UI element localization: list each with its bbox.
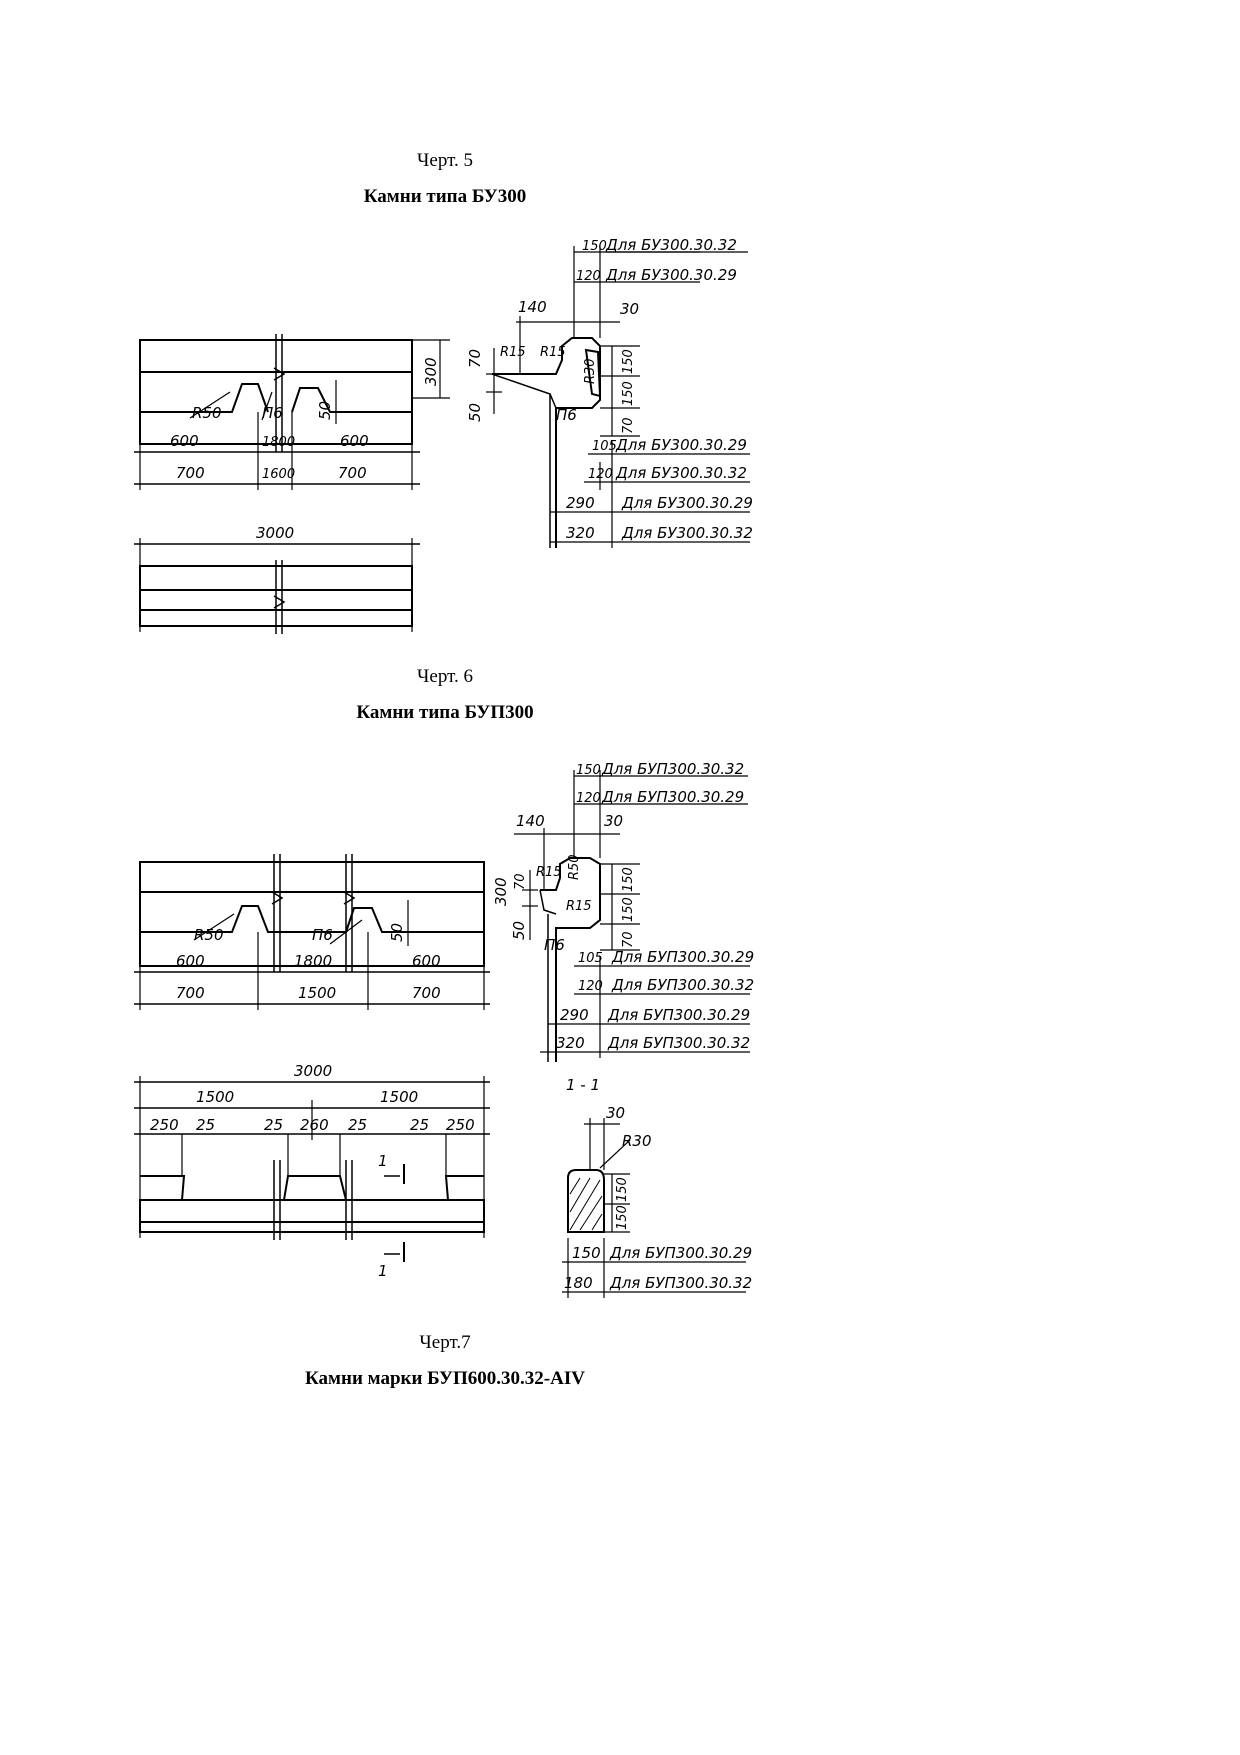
figure-6-title: Камни типа БУП300 [356,702,534,723]
fig6-sec1b: 1 [378,1262,388,1280]
fig6-r50: R50 [194,926,224,944]
fig6-t1: Для БУП300.30.32 [601,760,744,778]
fig5-r30: R30 [583,358,598,384]
fig5-120: 120 [576,269,601,284]
fig5-700b: 700 [338,464,367,482]
fig6-1500: 1500 [298,984,336,1002]
fig6-t2: Для БУП300.30.29 [601,788,744,806]
fig6-320: 320 [556,1034,585,1052]
figure-7-title: Камни марки БУП600.30.32-AIV [305,1368,585,1389]
fig6-t8: Для БУП300.30.32 [609,1274,752,1292]
fig6-600a: 600 [176,952,205,970]
fig6-1500b: 1500 [380,1088,418,1106]
fig5-t3: Для БУ300.30.29 [615,436,747,454]
fig6-r50s: R50 [567,854,582,880]
fig5-t1: Для БУ300.30.32 [605,236,737,254]
fig6-600b: 600 [412,952,441,970]
fig6-700b: 700 [412,984,441,1002]
fig5-r15b: R15 [540,345,566,360]
fig6-70v: 70 [621,931,636,948]
fig6-3000: 3000 [294,1062,332,1080]
fig6-250b: 250 [446,1116,475,1134]
figure-7-caption: Черт.7 [419,1332,471,1353]
fig6-25a: 25 [196,1116,215,1134]
fig6-250a: 250 [150,1116,179,1134]
fig5-320: 320 [566,524,595,542]
fig6-150h: 150 [572,1244,601,1262]
fig6-t5: Для БУП300.30.29 [607,1006,750,1024]
fig5-t2: Для БУ300.30.29 [605,266,737,284]
fig6-150v2: 150 [621,897,636,922]
fig5-290: 290 [566,494,595,512]
fig5-300: 300 [422,357,440,386]
fig6-25d: 25 [410,1116,429,1134]
fig5-1800: 1800 [262,435,295,450]
fig6-sec1: 1 [378,1152,388,1170]
figure-6-caption: Черт. 6 [417,666,473,687]
fig6-25b: 25 [264,1116,283,1134]
fig6-150v1: 150 [621,867,636,892]
fig5-1600: 1600 [262,467,295,482]
fig6-50: 50 [388,923,406,942]
fig5-p6: П6 [262,404,283,422]
fig6-t6: Для БУП300.30.32 [607,1034,750,1052]
fig5-r50: R50 [192,404,222,422]
fig6-105: 105 [578,951,603,966]
fig6-70: 70 [513,873,528,890]
fig5-t5: Для БУ300.30.29 [621,494,753,512]
fig6-t7: Для БУП300.30.29 [609,1244,752,1262]
fig5-70: 70 [466,349,484,368]
fig6-30: 30 [604,812,623,830]
fig6-t3: Для БУП300.30.29 [611,948,754,966]
fig5-600a: 600 [170,432,199,450]
fig5-r15a: R15 [500,345,526,360]
fig5-50s: 50 [466,403,484,422]
fig5-600b: 600 [340,432,369,450]
fig5-150v2: 150 [621,381,636,406]
fig5-30: 30 [620,300,639,318]
fig6-150w2: 150 [615,1205,630,1230]
fig5-150: 150 [582,239,607,254]
fig5-t4: Для БУ300.30.32 [615,464,747,482]
fig6-30b: 30 [606,1104,625,1122]
fig5-700a: 700 [176,464,205,482]
fig5-t6: Для БУ300.30.32 [621,524,753,542]
fig6-sectitle: 1 - 1 [566,1076,600,1094]
fig6-150: 150 [576,763,601,778]
fig6-p6s: П6 [544,936,565,954]
fig5-3000: 3000 [256,524,294,542]
fig6-t4: Для БУП300.30.32 [611,976,754,994]
fig6-120b: 120 [578,979,603,994]
fig6-50s: 50 [510,921,528,940]
fig6-r30: R30 [622,1132,652,1150]
fig6-180: 180 [564,1274,593,1292]
fig6-r15b: R15 [566,899,592,914]
fig5-120b: 120 [588,467,613,482]
fig6-260: 260 [300,1116,329,1134]
fig5-105: 105 [592,439,617,454]
fig5-50: 50 [316,401,334,420]
fig6-290: 290 [560,1006,589,1024]
fig6-1800: 1800 [294,952,332,970]
fig6-25c: 25 [348,1116,367,1134]
fig5-70v: 70 [621,417,636,434]
fig6-150w1: 150 [615,1177,630,1202]
fig5-150v1: 150 [621,349,636,374]
fig5-p6s: П6 [556,406,577,424]
fig6-1500a: 1500 [196,1088,234,1106]
fig6-p6: П6 [312,926,333,944]
fig5-140: 140 [518,298,547,316]
fig6-700a: 700 [176,984,205,1002]
fig6-r15a: R15 [536,865,562,880]
figure-5-caption: Черт. 5 [417,150,473,171]
fig6-300: 300 [492,877,510,906]
figure-5-title: Камни типа БУ300 [363,186,527,207]
fig6-120: 120 [576,791,601,806]
fig6-140: 140 [516,812,545,830]
